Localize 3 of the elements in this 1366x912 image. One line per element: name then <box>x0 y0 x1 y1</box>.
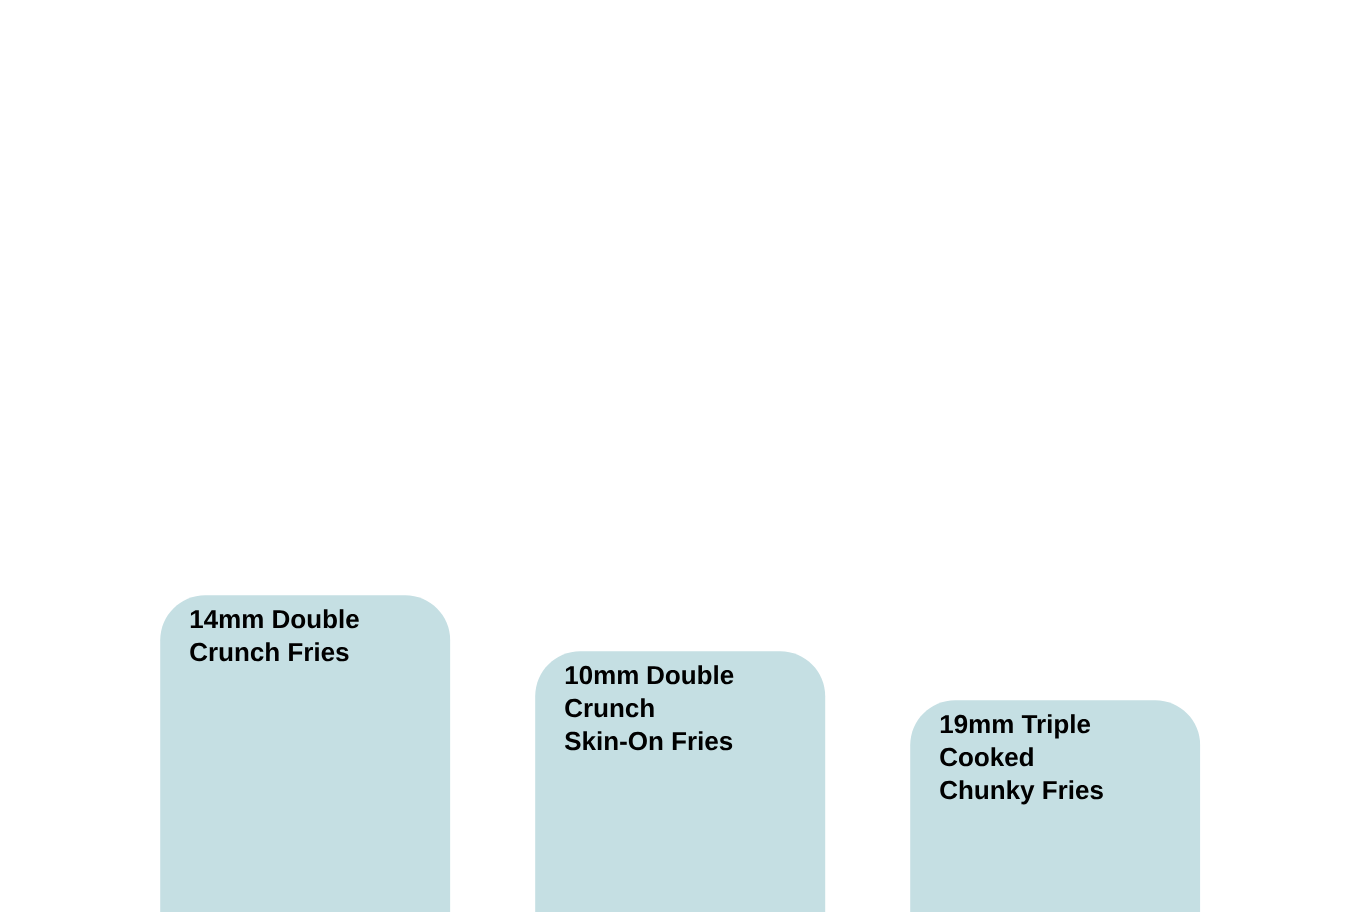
product-card: 14mm Double Crunch Fries <box>160 595 451 912</box>
product-card: 10mm Double Crunch Skin-On Fries <box>535 651 826 912</box>
product-card: 19mm Triple Cooked Chunky Fries <box>910 700 1201 912</box>
